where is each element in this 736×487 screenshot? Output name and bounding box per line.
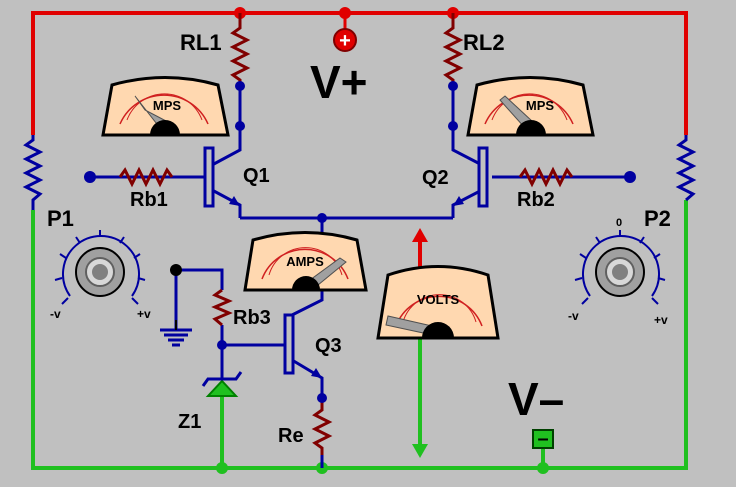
p1-plus-label: +v bbox=[137, 307, 151, 321]
p2-knob[interactable] bbox=[574, 230, 666, 305]
vplus-label: V+ bbox=[310, 56, 368, 108]
p2-zero-label: 0 bbox=[616, 217, 622, 229]
negative-rail bbox=[31, 200, 688, 470]
p2-minus-label: -v bbox=[568, 309, 579, 323]
rb3-label: Rb3 bbox=[233, 307, 271, 329]
vplus-terminal-sign: + bbox=[339, 30, 351, 52]
volts-up-arrow bbox=[412, 228, 428, 242]
ground-node bbox=[170, 264, 182, 276]
rb2-label: Rb2 bbox=[517, 189, 555, 211]
amps-meter-left: MPS bbox=[101, 76, 230, 137]
volts-down-arrow bbox=[412, 444, 428, 458]
vminus-terminal-sign: – bbox=[537, 428, 548, 450]
signal-wires bbox=[90, 86, 630, 468]
q1-label: Q1 bbox=[243, 165, 270, 187]
rl1-resistor bbox=[229, 13, 251, 86]
p1-label: P1 bbox=[47, 206, 74, 231]
p1-resistor bbox=[22, 135, 44, 210]
rl2-label: RL2 bbox=[463, 30, 505, 55]
vplus-terminal[interactable]: + bbox=[333, 28, 357, 52]
q3-transistor[interactable] bbox=[283, 313, 295, 375]
q3-label: Q3 bbox=[315, 335, 342, 357]
rl2-resistor bbox=[442, 13, 464, 86]
p1-minus-label: -v bbox=[50, 307, 61, 321]
amps-meter-right-label: MPS bbox=[526, 98, 555, 113]
q3-emitter-arrow bbox=[311, 368, 322, 378]
vminus-label: V– bbox=[508, 373, 564, 425]
amps-meter-left-label: MPS bbox=[153, 98, 182, 113]
vminus-terminal[interactable]: – bbox=[532, 428, 554, 450]
p2-label: P2 bbox=[644, 206, 671, 231]
re-resistor bbox=[311, 398, 333, 455]
z1-label: Z1 bbox=[178, 411, 201, 433]
volts-meter-label: VOLTS bbox=[417, 292, 460, 307]
q2-transistor[interactable] bbox=[477, 146, 489, 208]
q2-label: Q2 bbox=[422, 167, 449, 189]
rl1-label: RL1 bbox=[180, 30, 222, 55]
re-label: Re bbox=[278, 425, 304, 447]
rb2-resistor bbox=[518, 166, 574, 188]
q2-emitter-arrow bbox=[453, 196, 464, 206]
volts-meter: VOLTS bbox=[376, 265, 500, 340]
q1-transistor[interactable] bbox=[203, 146, 215, 208]
amps-meter-center-label: AMPS bbox=[286, 254, 324, 269]
p1-knob[interactable] bbox=[54, 230, 146, 305]
z1-zener-diode[interactable] bbox=[201, 371, 243, 397]
rb1-resistor bbox=[118, 166, 174, 188]
amps-meter-right: MPS bbox=[466, 76, 595, 137]
p2-resistor bbox=[675, 135, 697, 202]
p2-plus-label: +v bbox=[654, 313, 668, 327]
rb1-label: Rb1 bbox=[130, 189, 168, 211]
positive-rail bbox=[31, 11, 688, 272]
rb3-resistor bbox=[211, 288, 233, 327]
q1-emitter-arrow bbox=[229, 196, 240, 206]
amps-meter-center: AMPS bbox=[243, 231, 368, 292]
